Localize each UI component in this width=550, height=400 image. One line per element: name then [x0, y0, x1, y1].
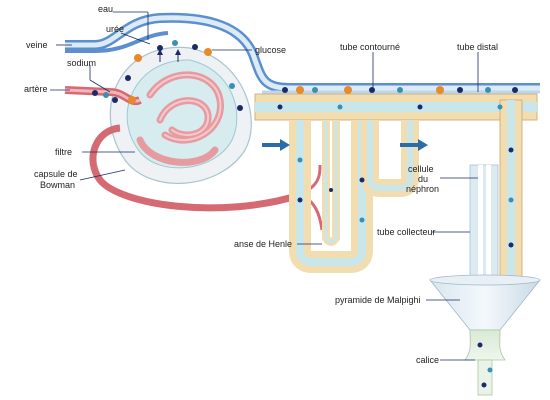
label-sodium: sodium	[67, 58, 96, 68]
label-tube-distal: tube distal	[457, 42, 498, 52]
label-eau: eau	[98, 4, 113, 14]
label-glucose: glucose	[255, 45, 286, 55]
vein	[65, 12, 540, 93]
leader-lines	[50, 11, 479, 361]
loop-of-henle	[289, 120, 373, 273]
label-anse-henle: anse de Henle	[234, 239, 292, 249]
label-artere: artère	[24, 84, 48, 94]
label-calice: calice	[416, 355, 439, 365]
artery	[64, 86, 324, 231]
label-cellule-2: du	[418, 174, 428, 184]
label-cellule-1: cellule	[408, 164, 434, 174]
label-capsule-1: capsule de	[34, 169, 78, 179]
tubule-top	[254, 93, 538, 121]
label-pyramide: pyramide de Malpighi	[335, 295, 421, 305]
label-veine: veine	[26, 40, 48, 50]
distal-descending	[361, 120, 419, 197]
molecules	[92, 40, 518, 388]
label-tube-collecteur: tube collecteur	[377, 227, 436, 237]
right-arrow-icon	[400, 139, 428, 151]
right-arrow-icon	[262, 139, 290, 151]
label-cellule-3: néphron	[406, 184, 439, 194]
label-uree: urée	[106, 24, 124, 34]
label-filtre: filtre	[55, 147, 72, 157]
label-tube-contourne: tube contourné	[340, 42, 400, 52]
label-capsule-2: Bowman	[40, 180, 75, 190]
collecting-tubule	[469, 99, 523, 281]
malpighi-pyramid	[429, 274, 541, 331]
